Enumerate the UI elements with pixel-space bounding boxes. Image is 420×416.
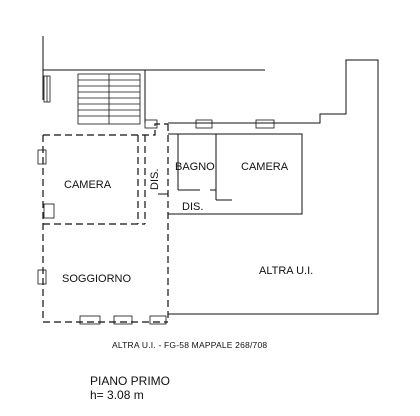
room-label-bagno: BAGNO xyxy=(175,161,215,173)
inner-walls xyxy=(158,133,303,215)
room-label-altra-ui: ALTRA U.I. xyxy=(259,265,313,277)
neighbor-caption: ALTRA U.I. - FG-58 MAPPALE 268/708 xyxy=(112,340,268,350)
room-label-soggiorno: SOGGIORNO xyxy=(62,273,132,285)
room-label-dis-horizontal: DIS. xyxy=(182,201,203,213)
floor-title: PIANO PRIMO xyxy=(90,374,171,388)
staircase xyxy=(77,73,141,125)
room-label-dis-vertical: DIS. xyxy=(149,169,161,190)
unit-dashed-outline xyxy=(42,123,169,323)
window-marks-top xyxy=(37,119,275,325)
altra-ui-outline xyxy=(168,59,379,315)
floor-caption: PIANO PRIMO h= 3.08 m xyxy=(90,374,170,402)
window-marks xyxy=(43,75,55,219)
room-label-camera-left: CAMERA xyxy=(64,179,112,191)
floor-height: h= 3.08 m xyxy=(90,388,144,402)
room-label-camera-right: CAMERA xyxy=(241,161,289,173)
